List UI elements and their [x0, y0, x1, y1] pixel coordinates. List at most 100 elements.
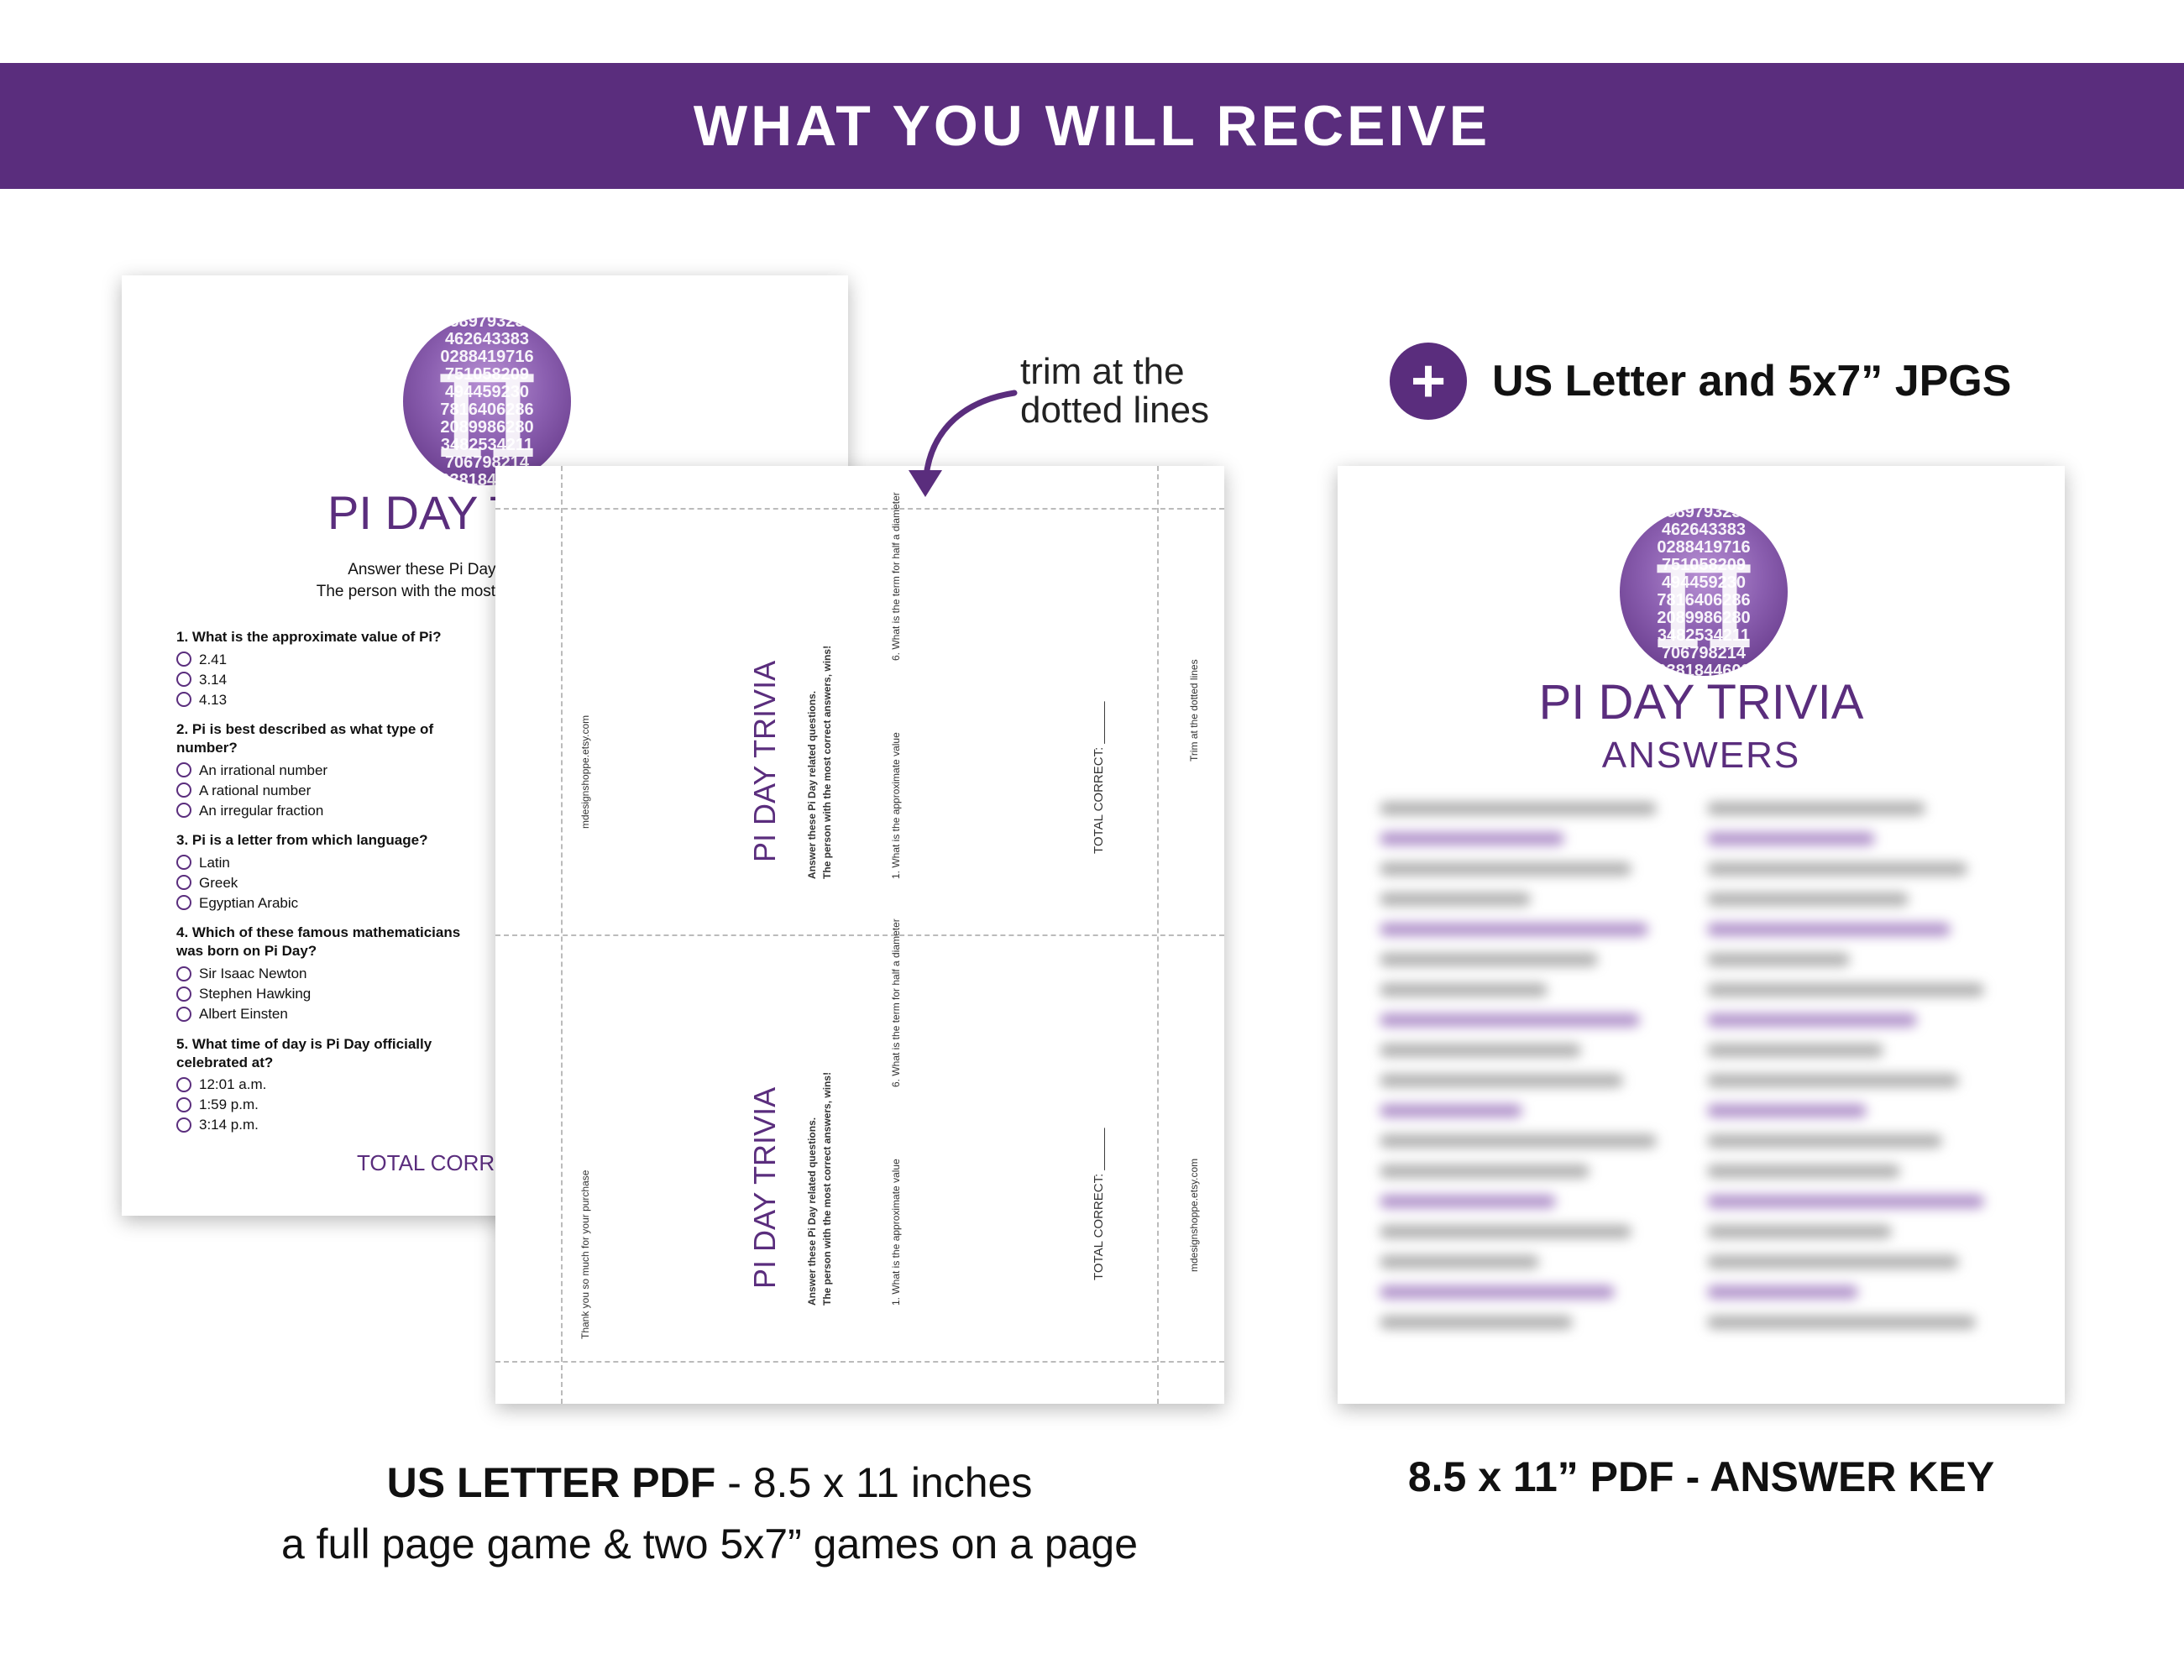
small-intro-1: Answer these Pi Day related questions.	[806, 1117, 818, 1306]
question-text: 5. What time of day is Pi Day officially…	[176, 1035, 432, 1070]
blurred-line	[1707, 832, 1875, 845]
blurred-line	[1707, 923, 1951, 936]
blurred-line	[1380, 1195, 1556, 1208]
small-game-title: PI DAY TRIVIA	[747, 660, 782, 862]
pi-symbol-icon: π	[1651, 508, 1757, 676]
question-block: 2. Pi is best described as what type of …	[176, 720, 487, 819]
answer-option: Latin	[176, 855, 487, 871]
pi-digit-row: 462643383	[444, 330, 530, 348]
trim-line	[495, 1361, 1224, 1363]
blurred-line	[1707, 1044, 1883, 1057]
answer-option: 12:01 a.m.	[176, 1076, 487, 1093]
radio-circle-icon	[176, 782, 191, 798]
question-block: 3. Pi is a letter from which language? La…	[176, 831, 487, 911]
blurred-line	[1707, 1074, 1959, 1087]
blurred-line	[1380, 802, 1657, 815]
blurred-line	[1380, 1316, 1573, 1329]
blurred-line	[1707, 1225, 1892, 1238]
trim-line	[1157, 466, 1159, 1404]
pi-digit-row: 751058209	[1661, 556, 1747, 574]
blurred-line	[1707, 1164, 1900, 1178]
answer-option-label: Stephen Hawking	[199, 986, 312, 1002]
pi-logo-icon: 3.14159265358979323846264338302884197167…	[403, 317, 571, 485]
trim-line	[495, 508, 1224, 510]
answer-option: An irrational number	[176, 762, 487, 778]
small-col2-header: 6. What is the term for half a diameter	[890, 492, 902, 661]
blurred-line	[1380, 892, 1531, 906]
trim-annotation-line-1: trim at the	[1020, 351, 1185, 392]
radio-circle-icon	[176, 1006, 191, 1022]
small-total: TOTAL CORRECT: ______	[1092, 1128, 1106, 1280]
question-block: 5. What time of day is Pi Day officially…	[176, 1035, 487, 1133]
pi-digit-row: 494459230	[444, 383, 530, 401]
etsy-url: mdesignshoppe.etsy.com	[579, 714, 591, 829]
blurred-line	[1707, 1013, 1917, 1027]
pi-digit-row: 494459230	[1661, 573, 1747, 592]
blurred-line	[1707, 1316, 1976, 1329]
answer-option: A rational number	[176, 782, 487, 798]
trim-annotation-line-2: dotted lines	[1020, 390, 1210, 432]
radio-circle-icon	[176, 895, 191, 911]
left-caption: US LETTER PDF - 8.5 x 11 inches a full p…	[0, 1452, 1419, 1574]
blurred-line	[1380, 1074, 1623, 1087]
pi-digit-row: 9381844609	[1657, 662, 1751, 677]
blurred-line	[1707, 1285, 1858, 1299]
pi-digit-row: 3589793238	[440, 317, 534, 331]
small-game-title: PI DAY TRIVIA	[747, 1086, 782, 1289]
answer-key-subtitle: ANSWERS	[1601, 735, 1801, 776]
answer-option-label: Greek	[199, 874, 238, 891]
answer-key-title: PI DAY TRIVIA	[1538, 675, 1864, 730]
left-caption-rest: - 8.5 x 11 inches	[715, 1459, 1033, 1506]
radio-circle-icon	[176, 875, 191, 891]
trim-line	[561, 466, 563, 1404]
blurred-line	[1380, 1044, 1581, 1057]
radio-circle-icon	[176, 1076, 191, 1092]
blurred-line	[1380, 1134, 1657, 1148]
small-col1-header: 1. What is the approximate value	[890, 732, 902, 879]
pi-digit-row: 751058209	[444, 365, 530, 384]
answer-option-label: 12:01 a.m.	[199, 1076, 267, 1093]
blurred-answers	[1380, 802, 2026, 1356]
blurred-line	[1380, 923, 1648, 936]
blurred-line	[1707, 1195, 1984, 1208]
small-col1-header: 1. What is the approximate value	[890, 1159, 902, 1306]
radio-circle-icon	[176, 692, 191, 708]
blurred-line	[1380, 1285, 1615, 1299]
answer-option-label: 2.41	[199, 651, 228, 667]
answer-option-label: 1:59 p.m.	[199, 1096, 259, 1113]
answer-option: An irregular fraction	[176, 802, 487, 819]
pi-digit-row: 3589793238	[1657, 508, 1751, 521]
answer-option: 1:59 p.m.	[176, 1096, 487, 1113]
small-intro-1: Answer these Pi Day related questions.	[806, 690, 818, 879]
blurred-line	[1707, 1255, 1959, 1269]
trim-line	[495, 934, 1224, 936]
plus-icon: +	[1390, 343, 1467, 420]
answer-option-label: Egyptian Arabic	[199, 894, 299, 911]
blurred-line	[1707, 1134, 1942, 1148]
extra-files-label: US Letter and 5x7” JPGS	[1492, 357, 2012, 406]
answer-option: 3.14	[176, 672, 487, 688]
answer-option: 3:14 p.m.	[176, 1117, 487, 1133]
blurred-line	[1380, 1255, 1539, 1269]
answer-option: Egyptian Arabic	[176, 894, 487, 911]
small-intro-2: The person with the most correct answers…	[821, 1071, 833, 1306]
pi-digit-row: 0288419716	[440, 348, 534, 366]
pi-digit-row: 2089986280	[1657, 609, 1751, 627]
answer-option-label: An irregular fraction	[199, 802, 324, 819]
question-text: 3. Pi is a letter from which language?	[176, 832, 428, 849]
pi-digit-row: 706798214	[1661, 644, 1747, 662]
pi-digit-row: 3482534211	[1657, 626, 1751, 645]
radio-circle-icon	[176, 803, 191, 819]
pi-digit-row: 0288419716	[1657, 538, 1751, 557]
answer-option: Greek	[176, 874, 487, 891]
pi-digit-row: 462643383	[1661, 521, 1747, 539]
radio-circle-icon	[176, 855, 191, 871]
radio-circle-icon	[176, 966, 191, 981]
radio-circle-icon	[176, 986, 191, 1002]
small-game-top: mdesignshoppe.etsy.com PI DAY TRIVIA Ans…	[554, 492, 1200, 934]
small-game-bottom: Thank you so much for your purchase PI D…	[554, 919, 1200, 1360]
answer-option-label: A rational number	[199, 782, 312, 798]
answer-option: Albert Einsten	[176, 1006, 487, 1022]
answer-option: Stephen Hawking	[176, 986, 487, 1002]
answer-key-preview: 3.14159265358979323846264338302884197167…	[1338, 466, 2065, 1404]
